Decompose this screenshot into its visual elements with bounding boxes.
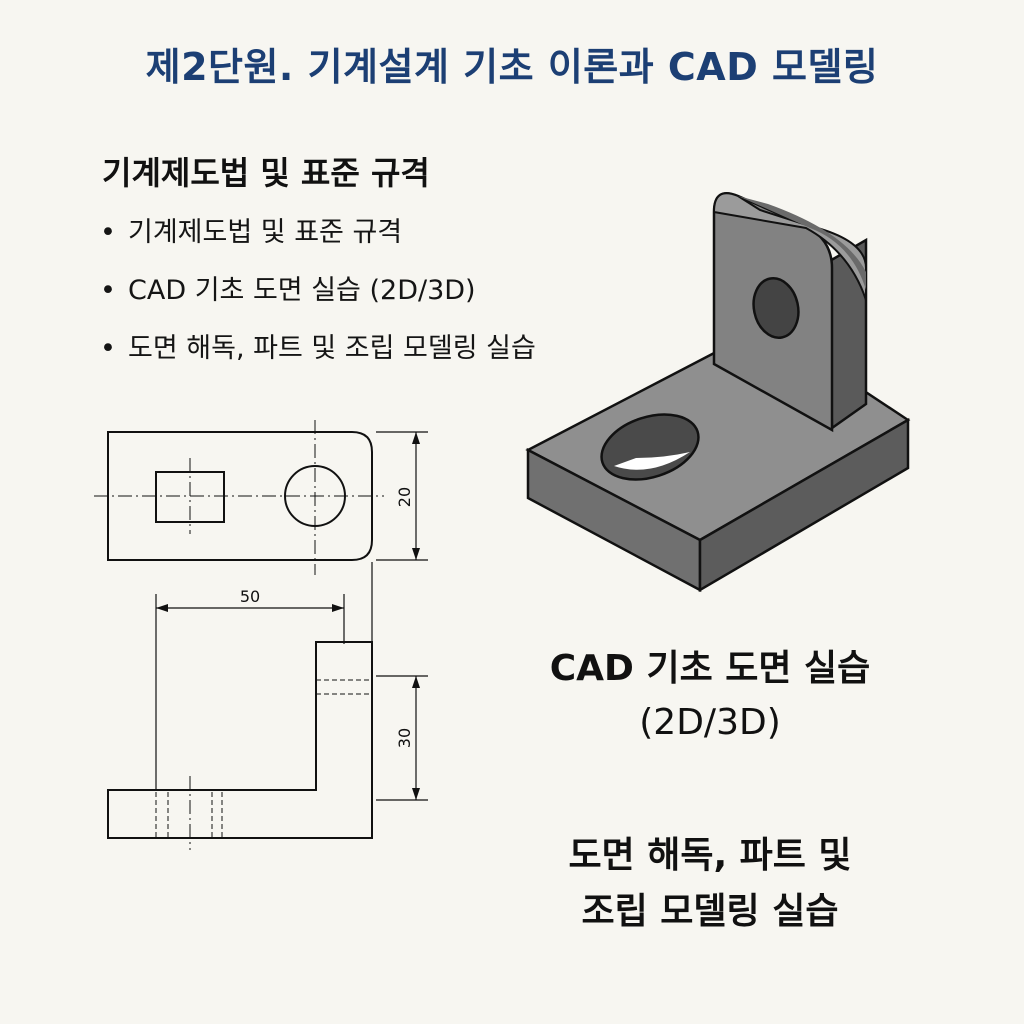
bullet-label: CAD 기초 도면 실습 (2D/3D) <box>128 275 476 306</box>
arrowhead <box>412 432 420 444</box>
bullet-dot: • <box>100 275 116 306</box>
lug-rounded-edge <box>738 196 866 290</box>
arrowhead <box>412 788 420 800</box>
bullet-dot: • <box>100 217 116 248</box>
arrowhead <box>412 676 420 688</box>
bullet-item: • CAD 기초 도면 실습 (2D/3D) <box>100 272 536 330</box>
caption-practice-line1: 도면 해독, 파트 및 <box>568 835 852 876</box>
caption-practice: 도면 해독, 파트 및 조립 모델링 실습 <box>520 828 900 940</box>
lug-hole <box>752 277 800 339</box>
dimension-label-30: 30 <box>395 728 414 748</box>
caption-cad: CAD 기초 도면 실습 (2D/3D) <box>510 642 910 750</box>
caption-practice-line2: 조립 모델링 실습 <box>581 891 839 932</box>
base-side-face <box>698 417 910 593</box>
bullet-label: 기계제도법 및 표준 규격 <box>128 217 403 248</box>
bullet-dot: • <box>100 333 116 364</box>
base-hole-through <box>614 452 690 470</box>
dimension-label-20: 20 <box>395 487 414 507</box>
section-heading: 기계제도법 및 표준 규격 <box>102 154 430 192</box>
top-view-outline <box>107 431 373 561</box>
arrowhead <box>156 604 168 612</box>
caption-cad-line2: (2D/3D) <box>639 702 781 743</box>
bullet-label: 도면 해독, 파트 및 조립 모델링 실습 <box>128 333 536 364</box>
lug-top-edge <box>712 192 867 301</box>
front-view-outline <box>107 641 373 839</box>
bullet-list: • 기계제도법 및 표준 규격 • CAD 기초 도면 실습 (2D/3D) • 도면… <box>100 214 536 388</box>
arrowhead <box>412 548 420 560</box>
bullet-item: • 기계제도법 및 표준 규격 <box>100 214 536 272</box>
page-title: 제2단원. 기계설계 기초 이론과 CAD 모델링 <box>145 45 879 89</box>
caption-cad-line1: CAD 기초 도면 실습 <box>549 648 871 689</box>
dimension-label-50: 50 <box>240 587 260 606</box>
bullet-item: • 도면 해독, 파트 및 조립 모델링 실습 <box>100 330 536 388</box>
arrowhead <box>332 604 344 612</box>
